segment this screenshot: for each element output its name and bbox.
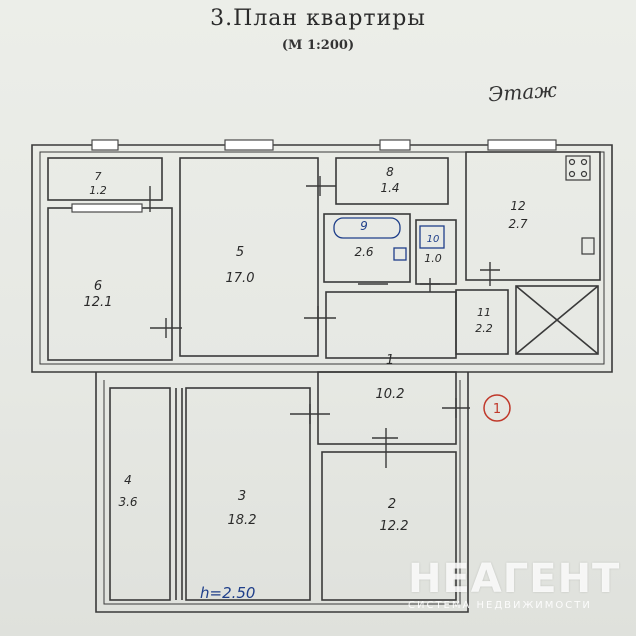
room-1-outline	[317, 371, 457, 445]
room-12-area: 2.7	[508, 217, 527, 231]
room-12-number: 12	[510, 199, 525, 213]
room-7-outline	[47, 157, 163, 201]
bathtub-icon	[333, 217, 401, 239]
toilet-icon	[419, 225, 445, 249]
room-7-area: 1.2	[89, 184, 107, 197]
room-6-area: 12.1	[84, 295, 113, 310]
window-room-12	[487, 139, 557, 151]
room-2-area: 12.2	[380, 519, 409, 534]
room-9-number: 9	[360, 219, 368, 233]
room-8-outline	[335, 157, 449, 205]
window-room-7	[91, 139, 119, 151]
room-2-outline	[321, 451, 457, 601]
room-4-area: 3.6	[118, 495, 137, 509]
outer-wall-lower	[95, 372, 469, 613]
room-8-area: 1.4	[380, 181, 399, 195]
inner-wall-lower	[103, 380, 461, 605]
room-5-area: 17.0	[226, 271, 255, 286]
room-6-number: 6	[94, 279, 102, 294]
room-2-number: 2	[388, 497, 396, 512]
room-6-outline	[47, 207, 173, 361]
room-5-outline	[179, 157, 319, 357]
room-10-number: 10	[427, 234, 440, 245]
room-9-area: 2.6	[354, 245, 373, 259]
entrance-marker-number: 1	[493, 402, 501, 417]
sink-icon	[393, 247, 407, 261]
room-11-number: 11	[477, 306, 491, 319]
shaft-outline	[515, 285, 599, 355]
corridor-outline	[325, 291, 457, 359]
outer-wall-upper	[31, 144, 613, 373]
window-room-5	[224, 139, 274, 151]
room-4-number: 4	[124, 473, 132, 487]
room-5-number: 5	[236, 245, 244, 260]
room-11-outline	[455, 289, 509, 355]
room-11-area: 2.2	[475, 322, 493, 335]
watermark-tagline: СИСТЕМА НЕДВИЖИМОСТИ	[408, 600, 592, 611]
kitchen-sink-icon	[581, 237, 595, 255]
stove-icon	[565, 155, 591, 181]
window-room-8	[379, 139, 411, 151]
room-7-number: 7	[95, 170, 102, 183]
room-1-area: 10.2	[376, 387, 405, 402]
room-9-outline	[323, 213, 411, 283]
window-room-6	[71, 203, 143, 213]
entrance-marker-circle	[483, 394, 511, 422]
room-10-area: 1.0	[424, 252, 442, 265]
page-title: 3.План квартиры	[210, 6, 426, 31]
room-3-area: 18.2	[228, 513, 257, 528]
watermark-brand: НЕАГЕНТ	[408, 556, 621, 602]
room-1-number: 1	[386, 353, 394, 368]
room-8-number: 8	[386, 165, 394, 179]
inner-wall-upper	[39, 151, 605, 365]
room-12-outline	[465, 151, 601, 281]
room-3-number: 3	[238, 489, 246, 504]
room-3-outline	[185, 387, 311, 601]
room-4-outline	[109, 387, 171, 601]
ceiling-height-note: h=2.50	[200, 584, 256, 602]
scale-label: (М 1:200)	[281, 38, 355, 53]
